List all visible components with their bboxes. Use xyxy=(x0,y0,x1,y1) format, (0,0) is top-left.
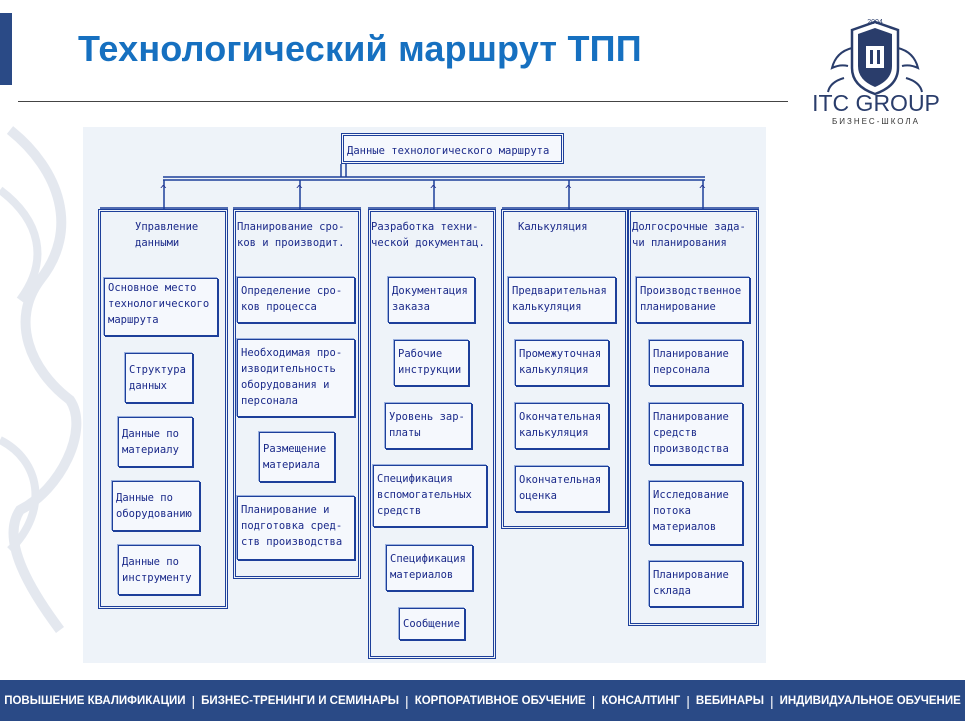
column-data-management xyxy=(98,209,228,609)
diagram-node: Планирование средств производства xyxy=(649,403,743,465)
footer-link-trainings[interactable]: БИЗНЕС-ТРЕНИНГИ И СЕМИНАРЫ xyxy=(201,694,400,707)
diagram-node: Рабочие инструкции xyxy=(394,340,469,386)
diagram-node: Основное место технологического маршрута xyxy=(104,278,218,336)
arrow-up-icon: ^ xyxy=(296,183,303,196)
column-header: Планирование сро- ков и производит. xyxy=(237,221,345,249)
diagram-connectors xyxy=(100,164,759,209)
diagram-node: Планирование склада xyxy=(649,561,743,607)
column-header: Управление данными xyxy=(135,221,199,249)
arrow-up-icon: ^ xyxy=(430,183,437,196)
diagram-node: Документация заказа xyxy=(388,277,475,323)
column-scheduling xyxy=(233,209,361,579)
footer-separator: | xyxy=(686,692,690,709)
diagram-node: Структура данных xyxy=(125,353,193,403)
diagram-node: Планирование и подготовка сред- ств прои… xyxy=(237,496,355,560)
diagram-node: Данные по материалу xyxy=(118,417,193,467)
route-diagram: Данные технологического маршрута ^ ^ ^ ^… xyxy=(83,127,766,663)
diagram-node: Спецификация материалов xyxy=(386,545,473,591)
column-costing xyxy=(501,209,628,529)
column-header: Разработка техни- ческой документац. xyxy=(371,221,485,249)
diagram-node: Окончательная калькуляция xyxy=(515,403,609,449)
itc-group-logo: 2004 xyxy=(827,19,923,96)
diagram-node: Уровень зар- платы xyxy=(385,403,472,449)
diagram-node: Размещение материала xyxy=(259,432,335,482)
diagram-node: Определение сро- ков процесса xyxy=(237,277,355,323)
arrow-up-icon: ^ xyxy=(565,183,572,196)
footer-nav: ПОВЫШЕНИЕ КВАЛИФИКАЦИИ | БИЗНЕС-ТРЕНИНГИ… xyxy=(0,680,965,721)
diagram-node: Данные по инструменту xyxy=(118,545,200,595)
column-long-term-planning xyxy=(628,209,759,626)
column-header: Долгосрочные зада- чи планирования xyxy=(632,221,746,249)
diagram-node: Спецификация вспомогательных средств xyxy=(373,465,487,527)
footer-link-qualification[interactable]: ПОВЫШЕНИЕ КВАЛИФИКАЦИИ xyxy=(4,694,186,707)
diagram-node: Промежуточная калькуляция xyxy=(515,340,609,386)
footer-link-individual[interactable]: ИНДИВИДУАЛЬНОЕ ОБУЧЕНИЕ xyxy=(779,694,961,707)
footer-separator: | xyxy=(591,692,596,709)
arrow-up-icon: ^ xyxy=(160,183,167,196)
footer-separator: | xyxy=(191,692,196,709)
title-divider xyxy=(18,101,788,102)
logo-tagline: БИЗНЕС-ШКОЛА xyxy=(831,117,920,126)
diagram-node: Сообщение xyxy=(399,608,465,640)
column-documentation xyxy=(368,209,496,659)
background-watermark xyxy=(0,126,82,633)
diagram-node: Исследование потока материалов xyxy=(649,481,743,545)
footer-link-corporate[interactable]: КОРПОРАТИВНОЕ ОБУЧЕНИЕ xyxy=(414,694,586,707)
footer-separator: | xyxy=(769,692,774,709)
arrow-up-icon: ^ xyxy=(699,183,706,196)
root-box: Данные технологического маршрута xyxy=(341,133,564,164)
logo-name: ITC GROUP xyxy=(812,90,940,116)
left-accent-bar xyxy=(0,13,12,85)
footer-link-consulting[interactable]: КОНСАЛТИНГ xyxy=(601,694,681,707)
footer-link-webinars[interactable]: ВЕБИНАРЫ xyxy=(695,694,764,707)
diagram-node: Окончательная оценка xyxy=(515,466,609,512)
diagram-node: Производственное планирование xyxy=(636,277,750,323)
slide-title: Технологический маршрут ТПП xyxy=(78,28,642,69)
diagram-node: Данные по оборудованию xyxy=(112,481,200,531)
column-header: Калькуляция xyxy=(518,221,588,233)
diagram-node: Необходимая про- изводительность оборудо… xyxy=(237,339,355,417)
diagram-node: Планирование персонала xyxy=(649,340,743,386)
footer-separator: | xyxy=(405,692,409,709)
diagram-node: Предварительная калькуляция xyxy=(508,277,616,323)
